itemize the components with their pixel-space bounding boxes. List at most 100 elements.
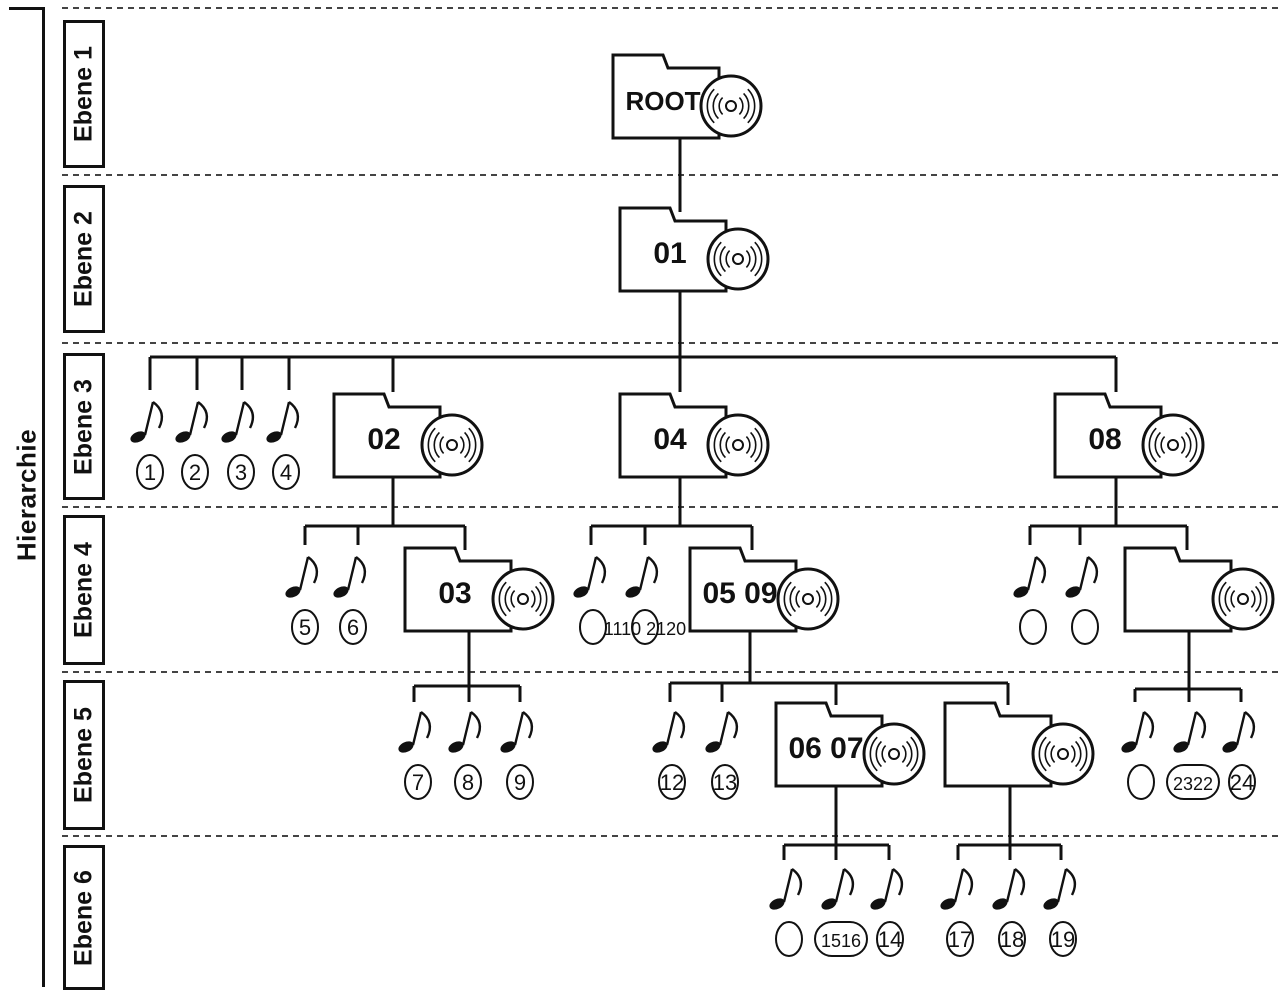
folder-node: 03	[403, 546, 555, 633]
track-number: 5	[299, 615, 311, 640]
folder-label: 01	[653, 237, 686, 270]
track-number: 18	[1000, 927, 1024, 952]
track-number-circle	[711, 764, 739, 800]
folder-label: 03	[438, 577, 471, 610]
track-number-circle	[339, 609, 367, 645]
folder-icon	[611, 53, 721, 140]
folder-icon	[618, 206, 728, 293]
track-number: 19	[1051, 927, 1075, 952]
music-track: 24	[1222, 711, 1256, 800]
music-track: 13	[705, 711, 739, 800]
music-note-icon	[1013, 556, 1047, 598]
music-note-icon	[285, 556, 319, 598]
folder-node: 08	[1053, 392, 1205, 479]
track-number-circle	[1127, 764, 1155, 800]
music-track: 5	[285, 556, 319, 645]
music-note-icon	[266, 401, 300, 443]
track-number-circle	[631, 609, 659, 645]
level-1-box: Ebene 1	[63, 20, 105, 168]
track-number: 12	[660, 770, 684, 795]
track-number-circle	[454, 764, 482, 800]
track-number-circle	[1019, 609, 1047, 645]
track-number-circle	[1228, 764, 1256, 800]
music-track: 1110 2120	[604, 556, 686, 645]
track-number: 9	[514, 770, 526, 795]
music-note-icon	[821, 868, 855, 910]
folder-node: 04	[618, 392, 770, 479]
track-number-circle	[291, 609, 319, 645]
track-number: 7	[412, 770, 424, 795]
music-note-icon	[1173, 711, 1207, 753]
track-number: 1	[144, 460, 156, 485]
track-number: 17	[948, 927, 972, 952]
folder-icon	[403, 546, 513, 633]
track-number-circle	[1166, 764, 1220, 800]
folder-node: ROOT	[611, 53, 763, 140]
music-note-icon	[130, 401, 164, 443]
music-note-icon	[769, 868, 803, 910]
music-track	[1121, 711, 1155, 800]
music-track: 7	[398, 711, 432, 800]
folder-icon	[1053, 392, 1163, 479]
music-track: 2	[175, 401, 209, 490]
music-note-icon	[940, 868, 974, 910]
music-track: 2322	[1166, 711, 1220, 800]
folder-label: 08	[1088, 423, 1121, 456]
music-note-icon	[705, 711, 739, 753]
disc-icon	[1141, 413, 1205, 477]
folder-label: 02	[367, 423, 400, 456]
music-note-icon	[625, 556, 659, 598]
disc-icon	[491, 567, 555, 631]
hierarchy-bracket	[9, 7, 45, 987]
track-number: 1516	[821, 931, 861, 951]
disc-icon	[706, 413, 770, 477]
track-number-circle	[136, 454, 164, 490]
folder-label: 04	[653, 423, 687, 456]
folder-label: 05 09	[702, 577, 777, 610]
track-number: 8	[462, 770, 474, 795]
track-number-circle	[998, 921, 1026, 957]
disc-icon	[862, 722, 926, 786]
music-note-icon	[652, 711, 686, 753]
track-number: 4	[280, 460, 292, 485]
music-track: 17	[940, 868, 974, 957]
music-track: 6	[333, 556, 367, 645]
music-track: 9	[500, 711, 534, 800]
music-note-icon	[500, 711, 534, 753]
track-number-circle	[227, 454, 255, 490]
level-5-box: Ebene 5	[63, 680, 105, 830]
folder-icon	[774, 701, 884, 788]
music-note-icon	[1065, 556, 1099, 598]
track-number: 2	[189, 460, 201, 485]
music-track: 3	[221, 401, 255, 490]
level-6-box: Ebene 6	[63, 845, 105, 990]
folder-node: 02	[332, 392, 484, 479]
track-number-circle	[946, 921, 974, 957]
track-number-circle	[181, 454, 209, 490]
folder-icon	[618, 392, 728, 479]
track-number: 24	[1230, 770, 1254, 795]
music-track: 1516	[814, 868, 868, 957]
track-number-circle	[579, 609, 607, 645]
music-track: 8	[448, 711, 482, 800]
music-note-icon	[448, 711, 482, 753]
track-number-circle	[1049, 921, 1077, 957]
disc-icon	[1031, 722, 1095, 786]
music-note-icon	[221, 401, 255, 443]
music-track	[573, 556, 607, 645]
track-number-circle	[506, 764, 534, 800]
music-track: 1	[130, 401, 164, 490]
disc-icon	[1211, 567, 1275, 631]
track-number-circle	[272, 454, 300, 490]
track-number: 2322	[1173, 774, 1213, 794]
track-number-circle	[658, 764, 686, 800]
track-number-circle	[1071, 609, 1099, 645]
folder-node	[943, 701, 1095, 788]
folder-icon	[1123, 546, 1233, 633]
music-track	[1065, 556, 1099, 645]
music-note-icon	[992, 868, 1026, 910]
music-track: 18	[992, 868, 1026, 957]
music-note-icon	[398, 711, 432, 753]
